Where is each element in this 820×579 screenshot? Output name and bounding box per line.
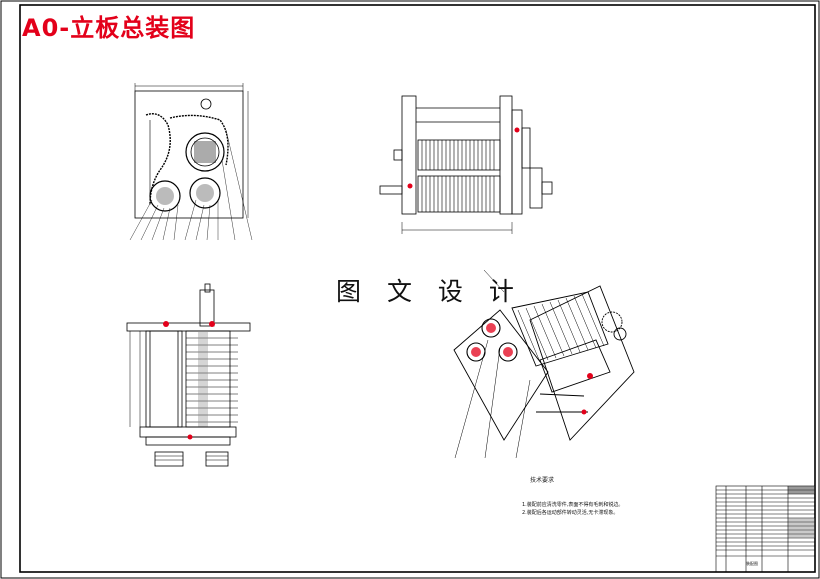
front-view [129, 83, 253, 241]
note-line-1: 1.装配前应清洗零件,表面不得有毛刺和锐边。 [522, 502, 624, 508]
note-line-2: 2.装配后各运动部件转动灵活,无卡滞现象。 [522, 510, 619, 516]
inner-border [19, 4, 816, 573]
title-block-drawing-name: 装配图 [746, 561, 758, 566]
isometric-view [453, 269, 635, 459]
title-block [715, 485, 816, 573]
top-view [126, 283, 251, 467]
notes-heading: 技术要求 [530, 477, 555, 484]
side-view [379, 95, 553, 234]
watermark-text: 图 文 设 计 [336, 277, 523, 306]
drawing-title: A0-立板总装图 [22, 14, 196, 42]
